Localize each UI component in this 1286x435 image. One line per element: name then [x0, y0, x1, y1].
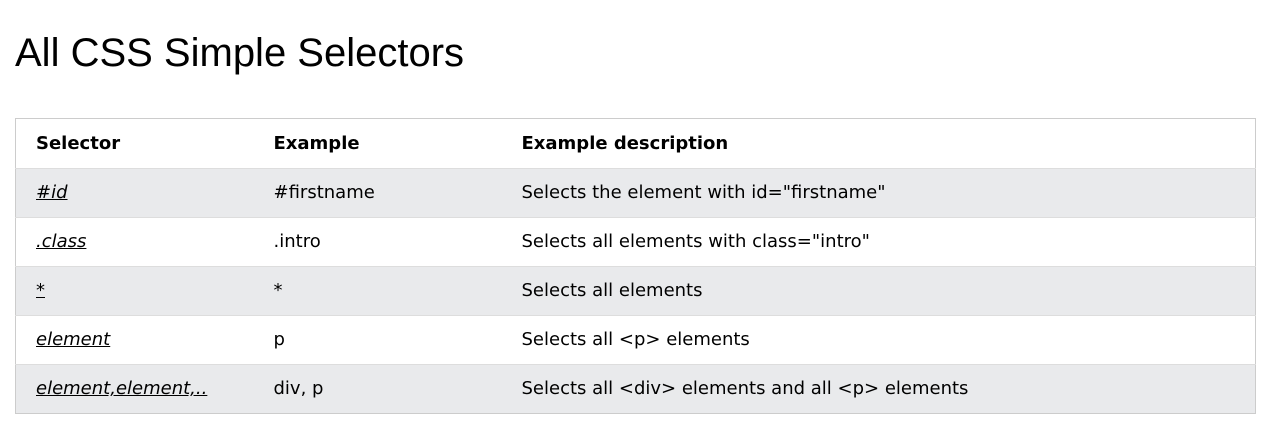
selector-link-class[interactable]: .class [36, 231, 87, 252]
description-cell: Selects all elements [521, 280, 703, 301]
column-header-description: Example description [501, 118, 1256, 169]
selector-link-grouping[interactable]: element,element,.. [36, 378, 208, 399]
selector-link-id[interactable]: #id [36, 182, 68, 203]
selector-cell: * [16, 267, 254, 316]
selector-cell: #id [16, 169, 254, 218]
table-row: * * Selects all elements [15, 266, 1256, 316]
selectors-table-container: Selector Example Example description #id… [15, 118, 1256, 414]
selector-cell: element,element,.. [16, 365, 254, 414]
table-header-row: Selector Example Example description [15, 118, 1256, 169]
description-cell: Selects all <p> elements [521, 329, 750, 350]
description-cell: Selects all <div> elements and all <p> e… [521, 378, 969, 399]
selector-cell: element [16, 316, 254, 365]
table-row: element p Selects all <p> elements [15, 315, 1256, 365]
table-row: element,element,.. div, p Selects all <d… [15, 364, 1256, 414]
selector-link-universal[interactable]: * [36, 280, 45, 301]
table-row: #id #firstname Selects the element with … [15, 168, 1256, 218]
page-title: All CSS Simple Selectors [15, 31, 465, 75]
description-cell: Selects the element with id="firstname" [521, 182, 886, 203]
column-header-example: Example [253, 118, 502, 169]
example-cell: * [273, 280, 283, 301]
selector-cell: .class [16, 218, 254, 267]
column-header-selector: Selector [15, 118, 254, 169]
example-cell: p [273, 329, 285, 350]
selector-link-element[interactable]: element [36, 329, 111, 350]
selectors-table: Selector Example Example description #id… [15, 118, 1256, 414]
example-cell: div, p [273, 378, 324, 399]
description-cell: Selects all elements with class="intro" [521, 231, 870, 252]
example-cell: #firstname [273, 182, 375, 203]
table-row: .class .intro Selects all elements with … [15, 217, 1256, 267]
example-cell: .intro [273, 231, 321, 252]
